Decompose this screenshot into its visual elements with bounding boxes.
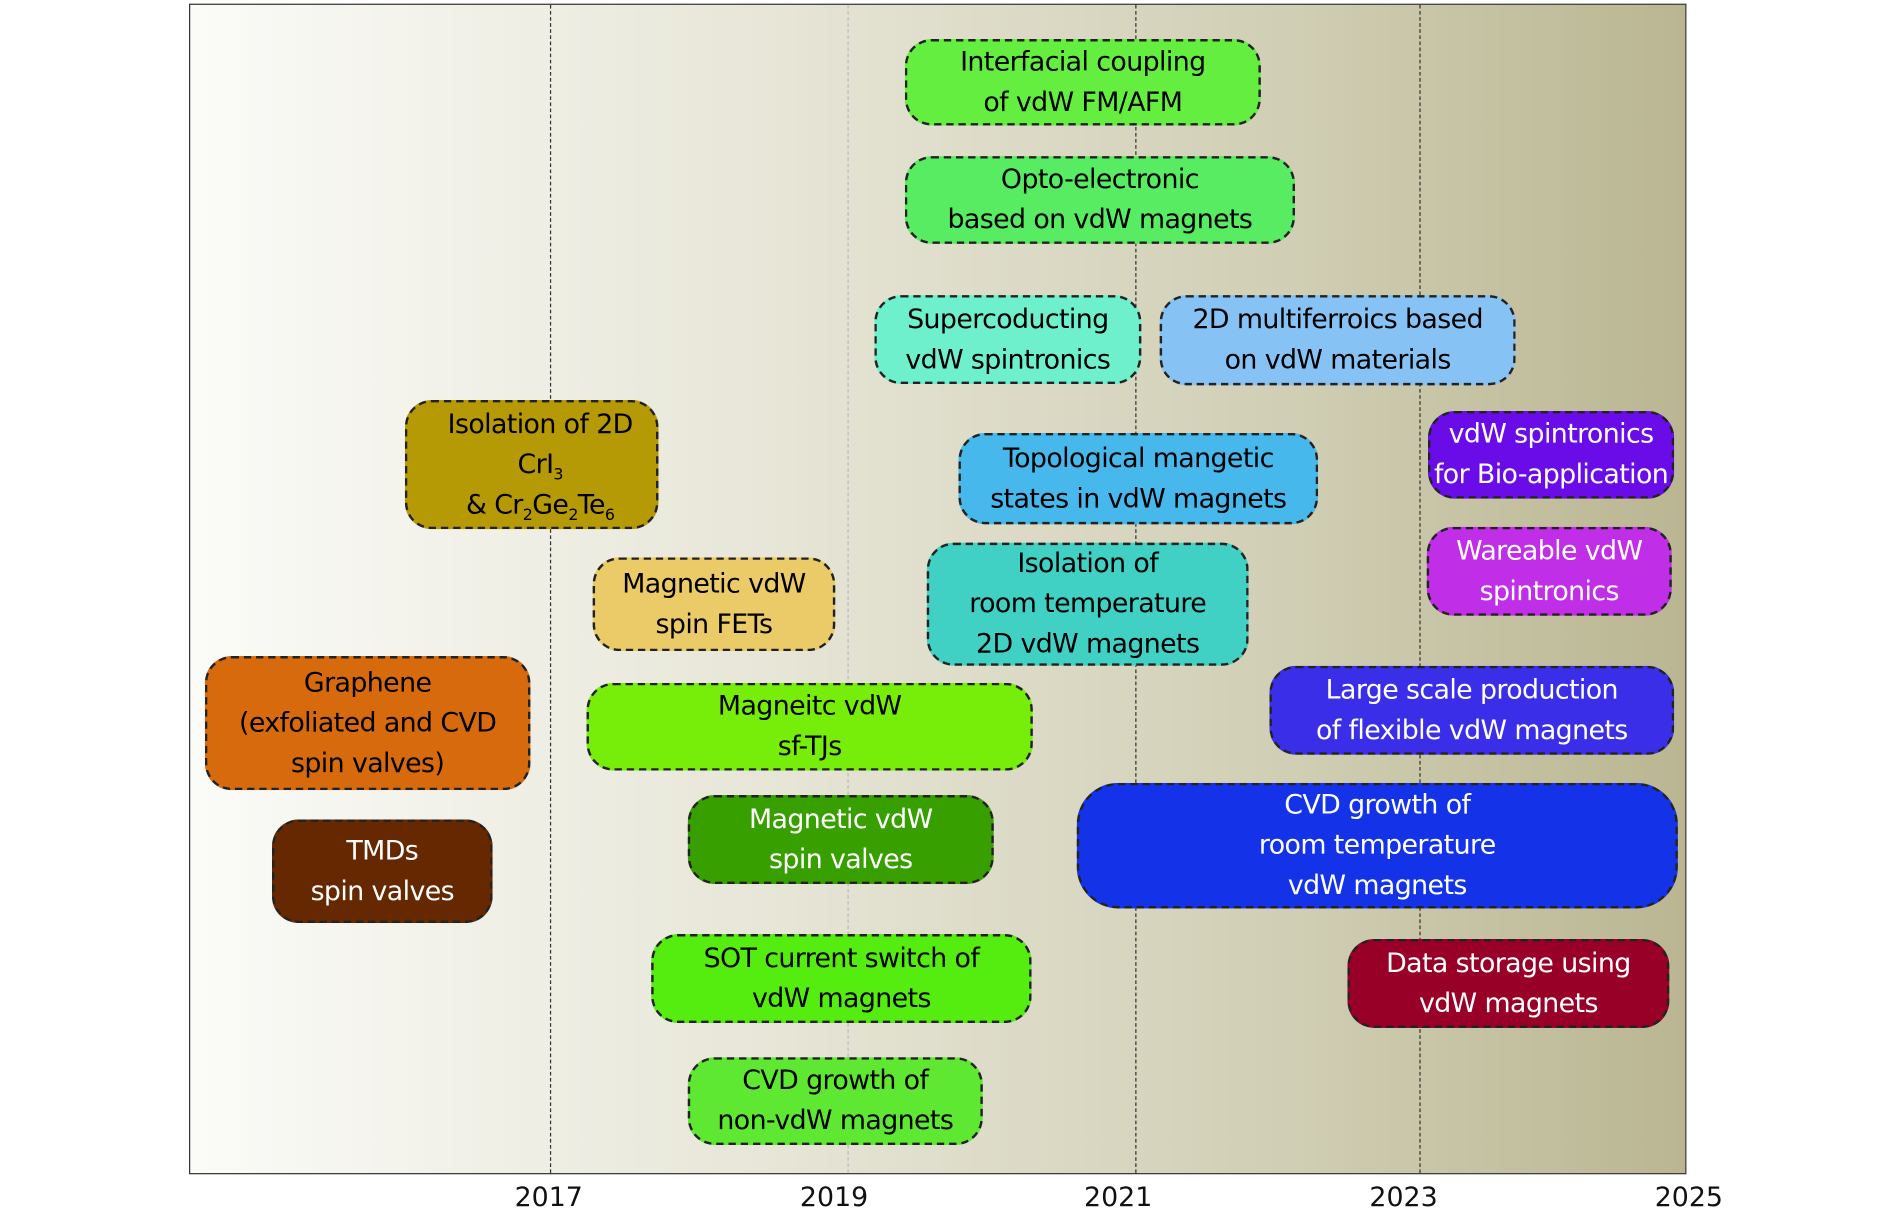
- box-line: Interfacial coupling: [960, 46, 1206, 78]
- box-line: Data storage using: [1386, 948, 1631, 979]
- box-line: Large scale production: [1325, 674, 1619, 706]
- tick-2023: 2023: [1369, 1182, 1438, 1213]
- box-bio-application: vdW spintronics for Bio-application: [1427, 410, 1675, 499]
- box-topological: Topological mangetic states in vdW magnet…: [958, 432, 1319, 525]
- box-line: SOT current switch of: [703, 943, 980, 974]
- box-multiferroics: 2D multiferroics based on vdW materials: [1159, 295, 1516, 386]
- box-line: vdW magnets: [751, 983, 931, 1014]
- tick-2019: 2019: [799, 1182, 869, 1213]
- box-graphene: Graphene (exfoliated and CVD spin valves): [204, 656, 531, 791]
- box-line: Magnetic vdW: [749, 804, 933, 835]
- box-superconducting: Supercoducting vdW spintronics: [874, 295, 1142, 385]
- box-line: spin valves: [769, 844, 913, 875]
- box-wearable: Wareable vdW spintronics: [1426, 526, 1672, 616]
- box-line: non-vdW magnets: [717, 1105, 954, 1137]
- subscript: 3: [553, 465, 563, 484]
- subscript: 6: [604, 505, 615, 525]
- box-line: (exfoliated and CVD: [238, 707, 497, 739]
- box-line: room temperature: [1258, 830, 1496, 861]
- box-line: spin valves: [310, 876, 455, 907]
- box-spin-valves: Magnetic vdW spin valves: [687, 795, 994, 885]
- box-line: Isolation of 2D: [447, 409, 634, 440]
- subscript: 2: [568, 505, 578, 525]
- box-interfacial-coupling: Interfacial coupling of vdW FM/AFM: [904, 39, 1261, 126]
- box-line: sf-TJs: [777, 731, 842, 763]
- box-large-scale-production: Large scale production of flexible vdW ma…: [1269, 665, 1675, 755]
- box-line: CVD growth of: [742, 1065, 929, 1097]
- box-line: Graphene: [303, 667, 432, 699]
- box-tmds: TMDs spin valves: [271, 819, 493, 924]
- box-line: states in vdW magnets: [990, 483, 1287, 514]
- box-line: room temperature: [969, 588, 1207, 620]
- gridline-2023: [1419, 4, 1421, 1174]
- box-line: 2D multiferroics based: [1192, 304, 1483, 336]
- box-opto-electronic: Opto-electronic based on vdW magnets: [904, 156, 1296, 244]
- box-line: Topological mangetic: [1002, 443, 1274, 474]
- box-line: for Bio-application: [1433, 459, 1669, 491]
- box-line: on vdW materials: [1224, 345, 1452, 376]
- subscript: 2: [522, 505, 533, 525]
- formula-part: Ge: [532, 489, 569, 521]
- box-sf-tjs: Magneitc vdW sf-TJs: [586, 682, 1033, 771]
- box-spin-fets: Magnetic vdW spin FETs: [592, 557, 836, 652]
- box-line: CrI3: [517, 444, 564, 484]
- tick-2025: 2025: [1654, 1182, 1724, 1213]
- box-isolation-2d: Isolation of 2D CrI3 & Cr2Ge2Te6: [404, 399, 659, 530]
- formula-part: Te: [577, 489, 606, 521]
- box-line: CVD growth of: [1284, 790, 1471, 821]
- box-line: Isolation of: [1017, 548, 1159, 580]
- box-isolation-room-temp: Isolation of room temperature 2D vdW magne…: [926, 542, 1249, 666]
- box-line: spin FETs: [655, 609, 773, 640]
- box-sot-switch: SOT current switch of vdW magnets: [651, 934, 1032, 1024]
- gridline-2019: [847, 4, 849, 1174]
- box-line: of vdW FM/AFM: [983, 87, 1183, 118]
- box-data-storage: Data storage using vdW magnets: [1347, 938, 1670, 1028]
- box-line: 2D vdW magnets: [976, 629, 1200, 660]
- box-line: vdW spintronics: [905, 344, 1111, 375]
- box-line: Opto-electronic: [1000, 164, 1200, 196]
- box-line: Supercoducting: [907, 304, 1109, 335]
- box-line: Magneitc vdW: [717, 691, 902, 722]
- box-line: vdW magnets: [1418, 988, 1598, 1019]
- box-line: vdW spintronics: [1448, 419, 1654, 450]
- box-line: based on vdW magnets: [947, 204, 1253, 236]
- box-line: & Cr2Ge2Te6: [465, 485, 615, 525]
- formula-part: & Cr: [465, 489, 523, 521]
- box-line: Wareable vdW: [1456, 535, 1643, 567]
- box-line: TMDs: [346, 835, 419, 867]
- box-line: Magnetic vdW: [622, 568, 806, 600]
- tick-2017: 2017: [514, 1182, 583, 1213]
- tick-2021: 2021: [1084, 1182, 1153, 1213]
- box-line: vdW magnets: [1287, 870, 1467, 902]
- box-line: of flexible vdW magnets: [1315, 715, 1628, 746]
- box-line: spin valves): [290, 748, 445, 779]
- box-line: spintronics: [1479, 576, 1620, 607]
- formula-part: CrI: [517, 449, 554, 480]
- gridline-2017: [549, 4, 552, 1174]
- box-cvd-non-vdw: CVD growth of non-vdW magnets: [687, 1057, 983, 1146]
- box-cvd-room-temp: CVD growth of room temperature vdW magnets: [1076, 782, 1678, 909]
